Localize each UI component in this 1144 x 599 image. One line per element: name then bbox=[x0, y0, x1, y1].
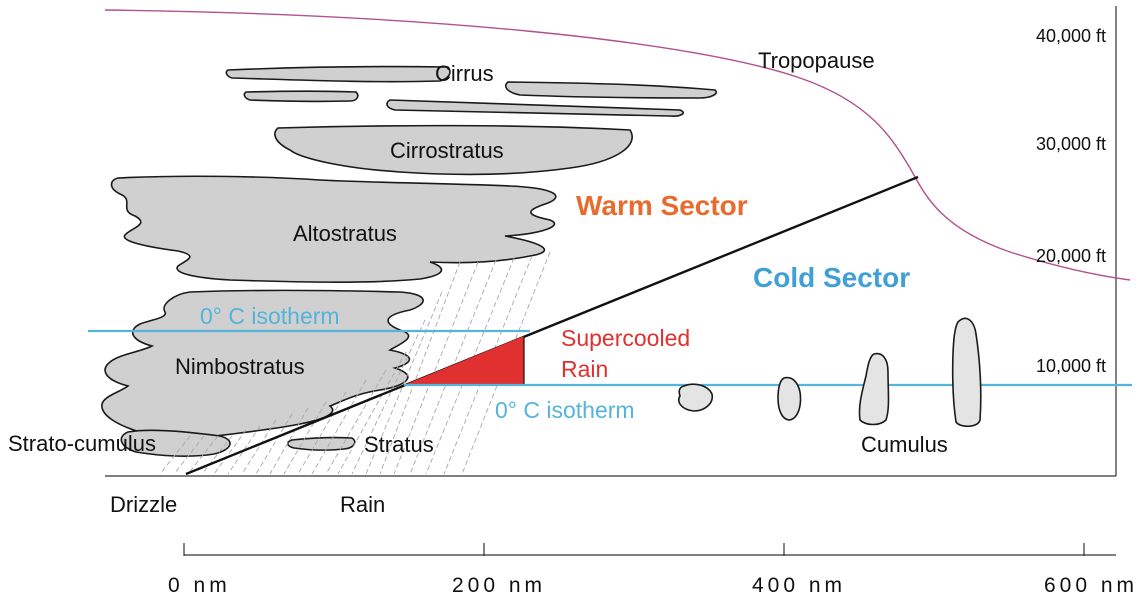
nimbostratus-cloud bbox=[101, 289, 424, 441]
nimbostratus-label: Nimbostratus bbox=[175, 354, 305, 379]
supercooled-label-line1: Supercooled bbox=[561, 325, 690, 351]
cumulus-cell-1 bbox=[678, 383, 714, 412]
stratus-label: Stratus bbox=[364, 432, 434, 457]
supercooled-rain-zone bbox=[404, 336, 524, 385]
stratocumulus-label: Strato-cumulus bbox=[8, 431, 156, 456]
supercooled-label-line2: Rain bbox=[561, 356, 608, 382]
lower-isotherm-label: 0° C isotherm bbox=[495, 397, 635, 423]
cirrus-label: Cirrus bbox=[435, 61, 494, 86]
cirrostratus-cloud bbox=[274, 124, 633, 176]
cumulus-cell-3 bbox=[858, 352, 890, 426]
cumulus-cell-2 bbox=[777, 376, 802, 421]
altitude-label-30000: 30,000 ft bbox=[1036, 134, 1106, 154]
warm-sector-label: Warm Sector bbox=[576, 190, 748, 221]
rain-label: Rain bbox=[340, 492, 385, 517]
cirrus-cloud-3 bbox=[243, 90, 359, 103]
stratocumulus-cloud bbox=[120, 429, 231, 457]
tropopause-line bbox=[104, 9, 1131, 281]
cirrus-cloud-1 bbox=[225, 65, 451, 83]
altitude-label-10000: 10,000 ft bbox=[1036, 356, 1106, 376]
distance-label-0: 0 nm bbox=[168, 574, 231, 597]
drizzle-label: Drizzle bbox=[110, 492, 177, 517]
altitude-label-20000: 20,000 ft bbox=[1036, 246, 1106, 266]
altostratus-label: Altostratus bbox=[293, 221, 397, 246]
cirrus-cloud-2 bbox=[504, 81, 718, 99]
distance-label-600: 600 nm bbox=[1044, 574, 1138, 597]
cirrostratus-label: Cirrostratus bbox=[390, 138, 504, 163]
cumulus-label: Cumulus bbox=[861, 432, 948, 457]
altostratus-cloud bbox=[110, 175, 557, 283]
cirrus-cloud-4 bbox=[386, 99, 685, 117]
tropopause-label: Tropopause bbox=[758, 48, 875, 73]
stratus-cloud bbox=[286, 436, 356, 451]
upper-isotherm-label: 0° C isotherm bbox=[200, 303, 340, 329]
frontal-surface bbox=[185, 175, 919, 476]
distance-label-200: 200 nm bbox=[452, 574, 546, 597]
altitude-label-40000: 40,000 ft bbox=[1036, 26, 1106, 46]
cold-sector-label: Cold Sector bbox=[753, 262, 910, 293]
cumulus-cell-4 bbox=[951, 317, 982, 428]
distance-label-400: 400 nm bbox=[752, 574, 846, 597]
